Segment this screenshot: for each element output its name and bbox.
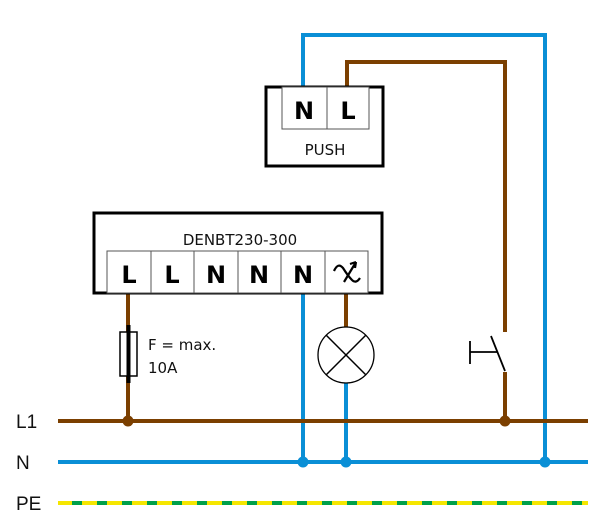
dimmer-terminal xyxy=(237,250,282,294)
dimmer-model-label: DENBT230-300 xyxy=(183,231,297,249)
fuse-label-line1: F = max. xyxy=(148,336,216,354)
dimmer-output-icon xyxy=(332,260,361,283)
dimmer-terminal xyxy=(150,250,195,294)
dimmer-terminal-label: L xyxy=(164,261,179,289)
dimmer-terminal xyxy=(193,250,239,294)
dimmer-module: DENBT230-300 L L N N N xyxy=(92,211,384,295)
dimmer-terminal-label: N xyxy=(293,261,313,289)
dimmer-terminal-label: L xyxy=(121,261,136,289)
bus-label-pe: PE xyxy=(16,494,41,515)
push-button-icon xyxy=(469,335,506,372)
wire-push-n xyxy=(301,33,547,462)
push-terminal-n xyxy=(281,86,328,130)
push-terminal-l-label: L xyxy=(340,97,355,125)
push-module-label: PUSH xyxy=(305,141,346,159)
lamp-icon xyxy=(317,326,375,384)
wire-push-l xyxy=(345,60,507,332)
fuse-icon xyxy=(119,325,138,383)
junction-dot xyxy=(340,456,352,468)
junction-dot xyxy=(297,456,309,468)
junction-dot xyxy=(499,415,511,427)
push-terminal-n-label: N xyxy=(294,97,314,125)
dimmer-terminal-label: N xyxy=(206,261,226,289)
dimmer-terminal xyxy=(106,250,152,294)
bus-label-n: N xyxy=(16,453,30,474)
junction-dot xyxy=(122,415,134,427)
fuse-label-line2: 10A xyxy=(148,359,178,377)
dimmer-terminal-label: N xyxy=(249,261,269,289)
dimmer-terminal xyxy=(280,250,326,294)
bus-label-l1: L1 xyxy=(16,412,37,433)
push-terminal-l xyxy=(326,86,370,130)
push-module: N L PUSH xyxy=(264,85,385,168)
junction-dot xyxy=(539,456,551,468)
